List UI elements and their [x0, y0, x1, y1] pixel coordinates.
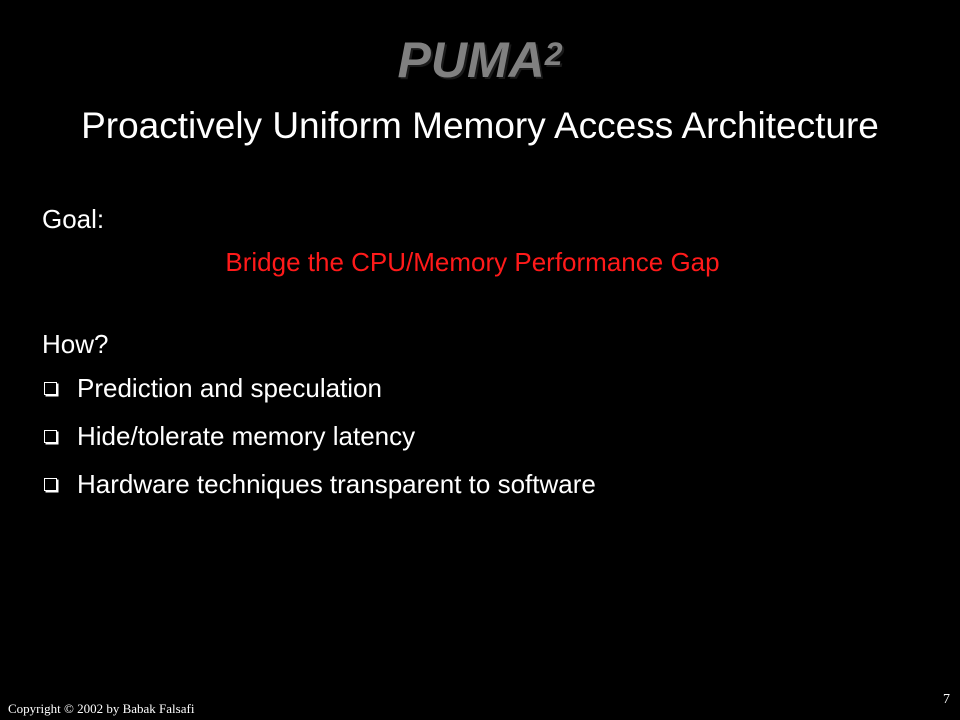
bullet-item: Prediction and speculation — [42, 371, 596, 405]
bullet-text: Hide/tolerate memory latency — [77, 421, 416, 451]
slide-subtitle: Proactively Uniform Memory Access Archit… — [81, 105, 879, 146]
slide-title: PUMA2 — [0, 30, 960, 90]
hollow-square-bullet-icon — [44, 381, 57, 395]
how-label: How? — [42, 329, 109, 359]
hollow-square-bullet-icon — [44, 429, 57, 443]
title-text: PUMA — [397, 32, 545, 88]
bullet-item: Hide/tolerate memory latency — [42, 419, 596, 453]
copyright-footer: Copyright © 2002 by Babak Falsafi — [8, 701, 195, 716]
bullet-list: Prediction and speculation Hide/tolerate… — [42, 371, 596, 515]
bullet-text: Hardware techniques transparent to softw… — [77, 469, 596, 499]
page-number: 7 — [943, 692, 950, 707]
title-superscript: 2 — [544, 36, 563, 72]
bullet-text: Prediction and speculation — [77, 373, 382, 403]
hollow-square-bullet-icon — [44, 477, 57, 491]
goal-statement: Bridge the CPU/Memory Performance Gap — [225, 247, 720, 277]
goal-label: Goal: — [42, 204, 105, 234]
bullet-item: Hardware techniques transparent to softw… — [42, 467, 596, 501]
